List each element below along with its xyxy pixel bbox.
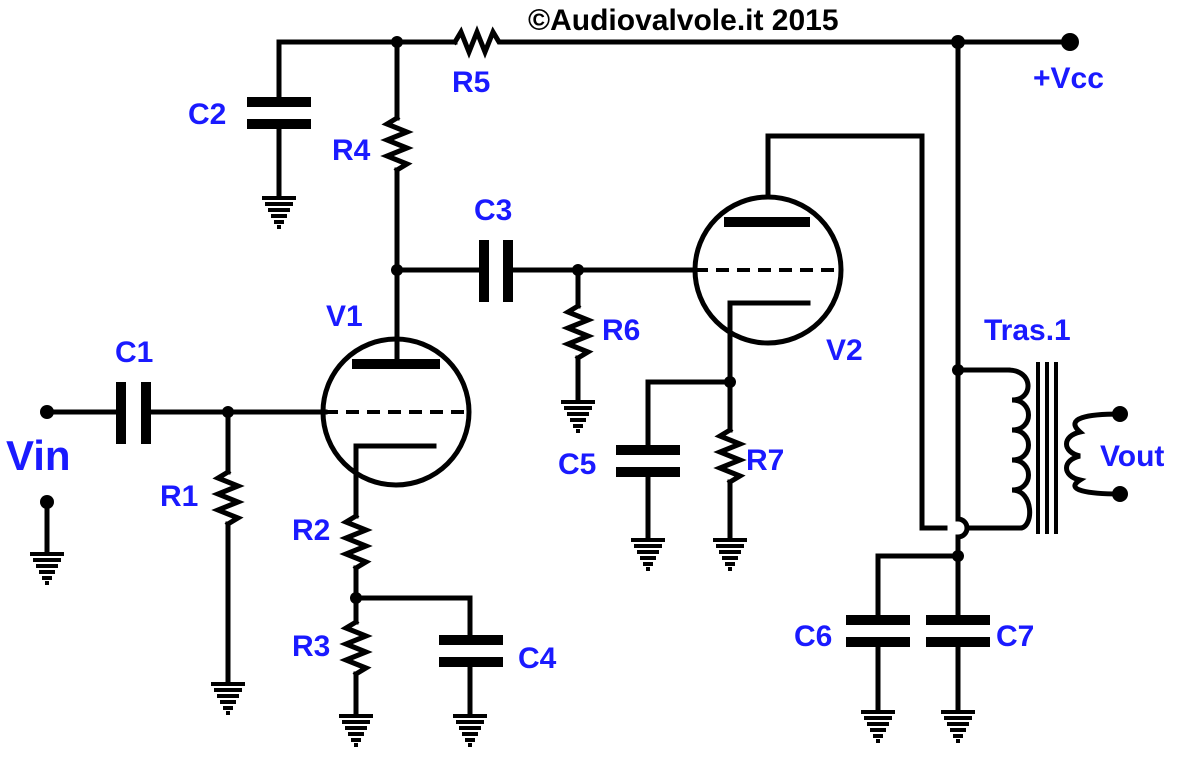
- ground-r1: [211, 682, 245, 715]
- v2-label: V2: [826, 334, 863, 367]
- c4-label: C4: [518, 642, 557, 675]
- capacitor-c7: [926, 615, 990, 713]
- capacitor-c6: [846, 553, 961, 713]
- r2-label: R2: [292, 514, 330, 547]
- vcc-feed: [952, 39, 1023, 621]
- c6-label: C6: [794, 620, 832, 653]
- c2-label: C2: [188, 98, 226, 131]
- r3-label: R3: [292, 630, 330, 663]
- v1-label: V1: [326, 300, 363, 333]
- tube-v1: [320, 336, 472, 519]
- c3-label: C3: [474, 194, 512, 227]
- ground-c4: [453, 714, 487, 747]
- r6-label: R6: [602, 314, 640, 347]
- transformer-tras1: [1005, 362, 1128, 534]
- vcc-terminal: [1061, 33, 1079, 51]
- r4-label: R4: [332, 134, 371, 167]
- ground-c5: [631, 538, 665, 571]
- r1-label: R1: [160, 480, 198, 513]
- resistor-r3: [339, 618, 373, 717]
- c7-label: C7: [996, 620, 1034, 653]
- c5-label: C5: [558, 448, 596, 481]
- tube-v2: [692, 133, 948, 531]
- ground-c7: [941, 710, 975, 743]
- c1-label: C1: [115, 336, 153, 369]
- vin-label: Vin: [6, 432, 71, 479]
- resistor-r7: [713, 313, 747, 541]
- resistor-r6: [561, 267, 595, 403]
- tras-label: Tras.1: [984, 314, 1071, 347]
- capacitor-c1: [44, 382, 328, 444]
- ground-c6: [861, 710, 895, 743]
- capacitor-c2: [247, 39, 311, 199]
- resistor-r1: [211, 409, 245, 685]
- resistor-r5: [451, 25, 508, 59]
- ground-c2: [262, 196, 296, 229]
- ground-r6: [561, 400, 595, 433]
- copyright-title: ©Audiovalvole.it 2015: [528, 4, 839, 37]
- capacitor-c4: [353, 595, 503, 717]
- resistor-r2: [339, 512, 373, 625]
- vcc-label: +Vcc: [1033, 62, 1104, 95]
- ground-r7: [713, 538, 747, 571]
- vout-label: Vout: [1100, 440, 1164, 473]
- r7-label: R7: [746, 444, 784, 477]
- vin-ground: [30, 499, 64, 585]
- r5-label: R5: [452, 66, 490, 99]
- capacitor-c5: [616, 379, 733, 541]
- resistor-r4: [380, 39, 414, 365]
- ground-r3: [339, 714, 373, 747]
- supply-rail: [276, 33, 1079, 51]
- capacitor-c3: [394, 240, 698, 302]
